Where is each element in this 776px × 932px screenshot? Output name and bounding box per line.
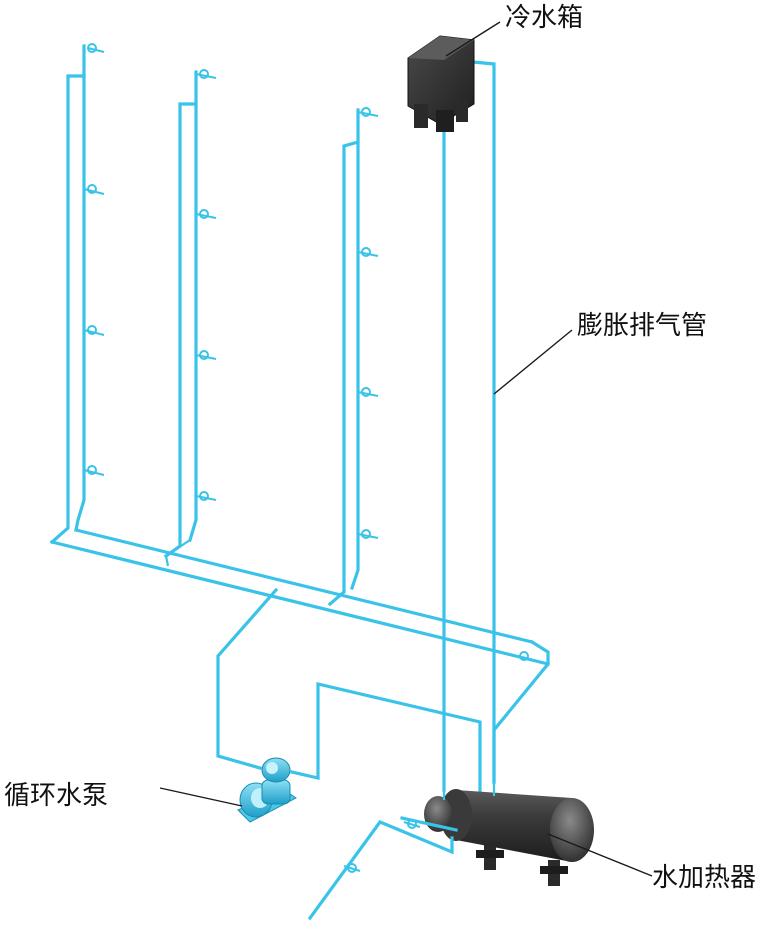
cold-water-tank — [407, 35, 475, 132]
leader-circulation-pump — [159, 787, 243, 807]
pump-loop-piping — [216, 587, 482, 809]
cold-tank-label: 冷水箱 — [505, 3, 583, 33]
supply-and-return-mains — [50, 528, 550, 784]
riser-group-1 — [49, 43, 105, 545]
circulation-pump-label: 循环水泵 — [4, 781, 108, 811]
expansion-vent-pipe-label: 膨胀排气管 — [577, 311, 707, 341]
water-heater-label: 水加热器 — [652, 863, 756, 893]
tap-valve — [195, 69, 217, 79]
tap-valve — [403, 819, 421, 829]
leader-cold-tank — [445, 21, 501, 57]
water-heater — [424, 782, 594, 886]
tap-valve — [195, 491, 217, 501]
tap-valve — [357, 107, 379, 117]
leader-expansion-vent — [493, 329, 573, 395]
tap-valve — [87, 43, 105, 53]
tap-valve — [343, 863, 361, 873]
tap-valve — [83, 325, 105, 336]
tap-valve — [357, 529, 379, 539]
tap-valve — [83, 465, 105, 476]
circulation-pump — [237, 757, 297, 823]
leader-lines — [159, 21, 653, 877]
tap-valve — [515, 651, 533, 661]
tank-feed-pipes — [442, 58, 496, 792]
leader-water-heater — [547, 833, 653, 877]
tap-valve — [195, 209, 217, 219]
riser-group-2 — [163, 69, 217, 559]
tap-valve — [83, 184, 105, 195]
tap-valve — [357, 387, 379, 397]
riser-group-3 — [327, 107, 379, 607]
tap-valve — [357, 247, 379, 257]
tap-valve — [195, 350, 217, 360]
heater-outlet-piping — [307, 816, 458, 921]
